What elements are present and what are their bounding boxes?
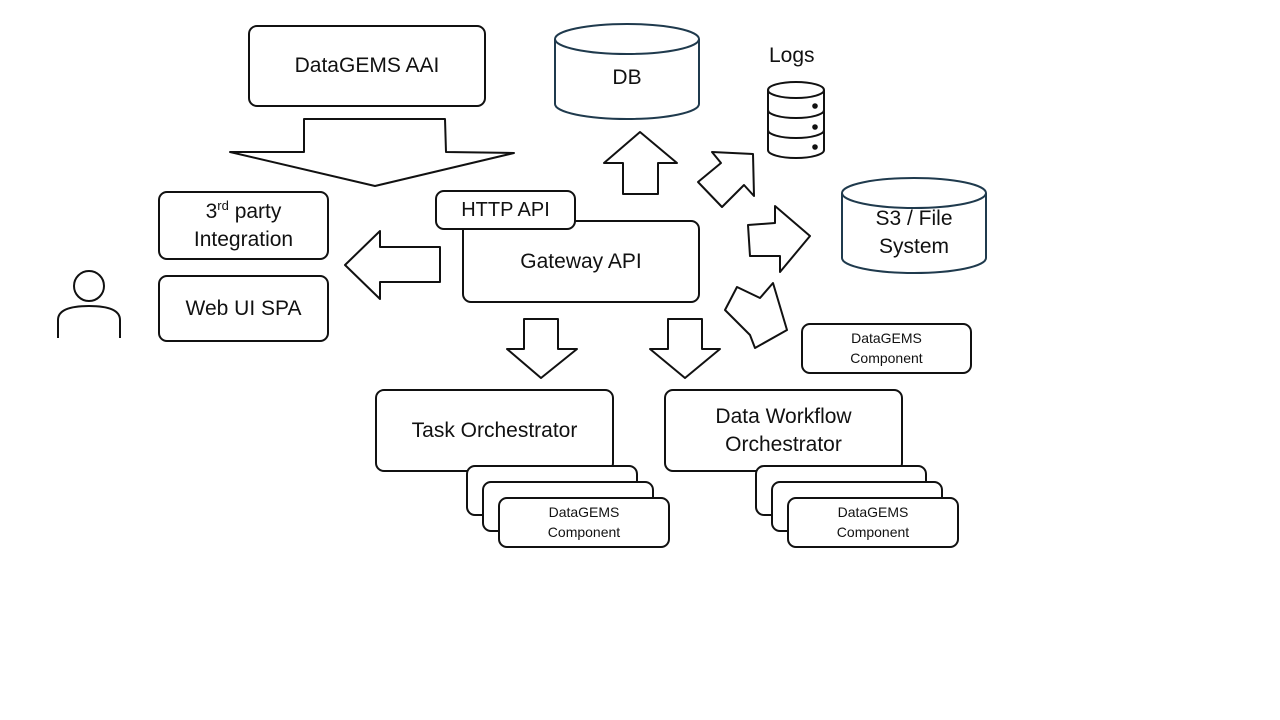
gateway-api-label: Gateway API — [520, 249, 642, 273]
data-workflow-line2: Orchestrator — [725, 432, 842, 456]
web-ui-spa-box: Web UI SPA — [158, 275, 329, 342]
arrow-to-task-orchestrator — [506, 318, 578, 379]
arrow-to-data-workflow — [649, 318, 721, 379]
datagems-aai-label: DataGEMS AAI — [294, 54, 440, 78]
task-orchestrator-box: Task Orchestrator — [375, 389, 614, 472]
arrow-to-db-up — [603, 131, 678, 195]
component-line2: Component — [850, 349, 923, 366]
datagems-aai-box: DataGEMS AAI — [248, 25, 486, 107]
data-workflow-line1: Data Workflow — [715, 405, 852, 429]
arrow-gateway-left — [344, 230, 441, 300]
db-label: DB — [555, 64, 699, 92]
data-workflow-orchestrator-box: Data Workflow Orchestrator — [664, 389, 903, 472]
third-party-superscript: rd — [217, 198, 229, 214]
s3-label: S3 / File System — [842, 205, 986, 262]
arrow-to-logs — [697, 151, 755, 208]
datagems-component-box: DataGEMS Component — [801, 323, 972, 374]
third-party-integration-box: 3rd party Integration — [158, 191, 329, 260]
user-icon — [57, 270, 121, 338]
task-orchestrator-label: Task Orchestrator — [411, 418, 578, 442]
logs-database-icon — [767, 81, 825, 159]
stack-3-line2: Component — [547, 523, 621, 540]
wf-stack-3-line1: DataGEMS — [837, 503, 909, 520]
logs-label-text: Logs — [769, 44, 815, 67]
s3-label-line1: S3 / File — [875, 207, 953, 230]
web-ui-spa-label: Web UI SPA — [185, 296, 302, 320]
workflow-component-stack-3: DataGEMS Component — [787, 497, 959, 548]
task-component-stack-3: DataGEMS Component — [498, 497, 670, 548]
http-api-label: HTTP API — [461, 199, 550, 221]
gateway-api-box: Gateway API — [462, 220, 700, 303]
db-cylinder — [554, 23, 700, 120]
arrow-to-component — [724, 282, 788, 349]
arrow-aai-down — [229, 118, 515, 187]
third-party-prefix: 3 — [205, 200, 218, 224]
third-party-rest: party — [228, 200, 282, 224]
stack-3-line1: DataGEMS — [548, 503, 620, 520]
wf-stack-3-line2: Component — [836, 523, 910, 540]
http-api-box: HTTP API — [435, 190, 576, 230]
logs-label: Logs — [769, 44, 815, 68]
arrow-to-s3 — [747, 205, 811, 273]
component-line1: DataGEMS — [851, 329, 922, 346]
third-party-line2: Integration — [193, 227, 294, 251]
s3-label-line2: System — [878, 235, 949, 259]
third-party-line1: 3rd party — [206, 198, 282, 225]
db-label-text: DB — [612, 66, 642, 89]
s3-cylinder — [841, 177, 987, 274]
